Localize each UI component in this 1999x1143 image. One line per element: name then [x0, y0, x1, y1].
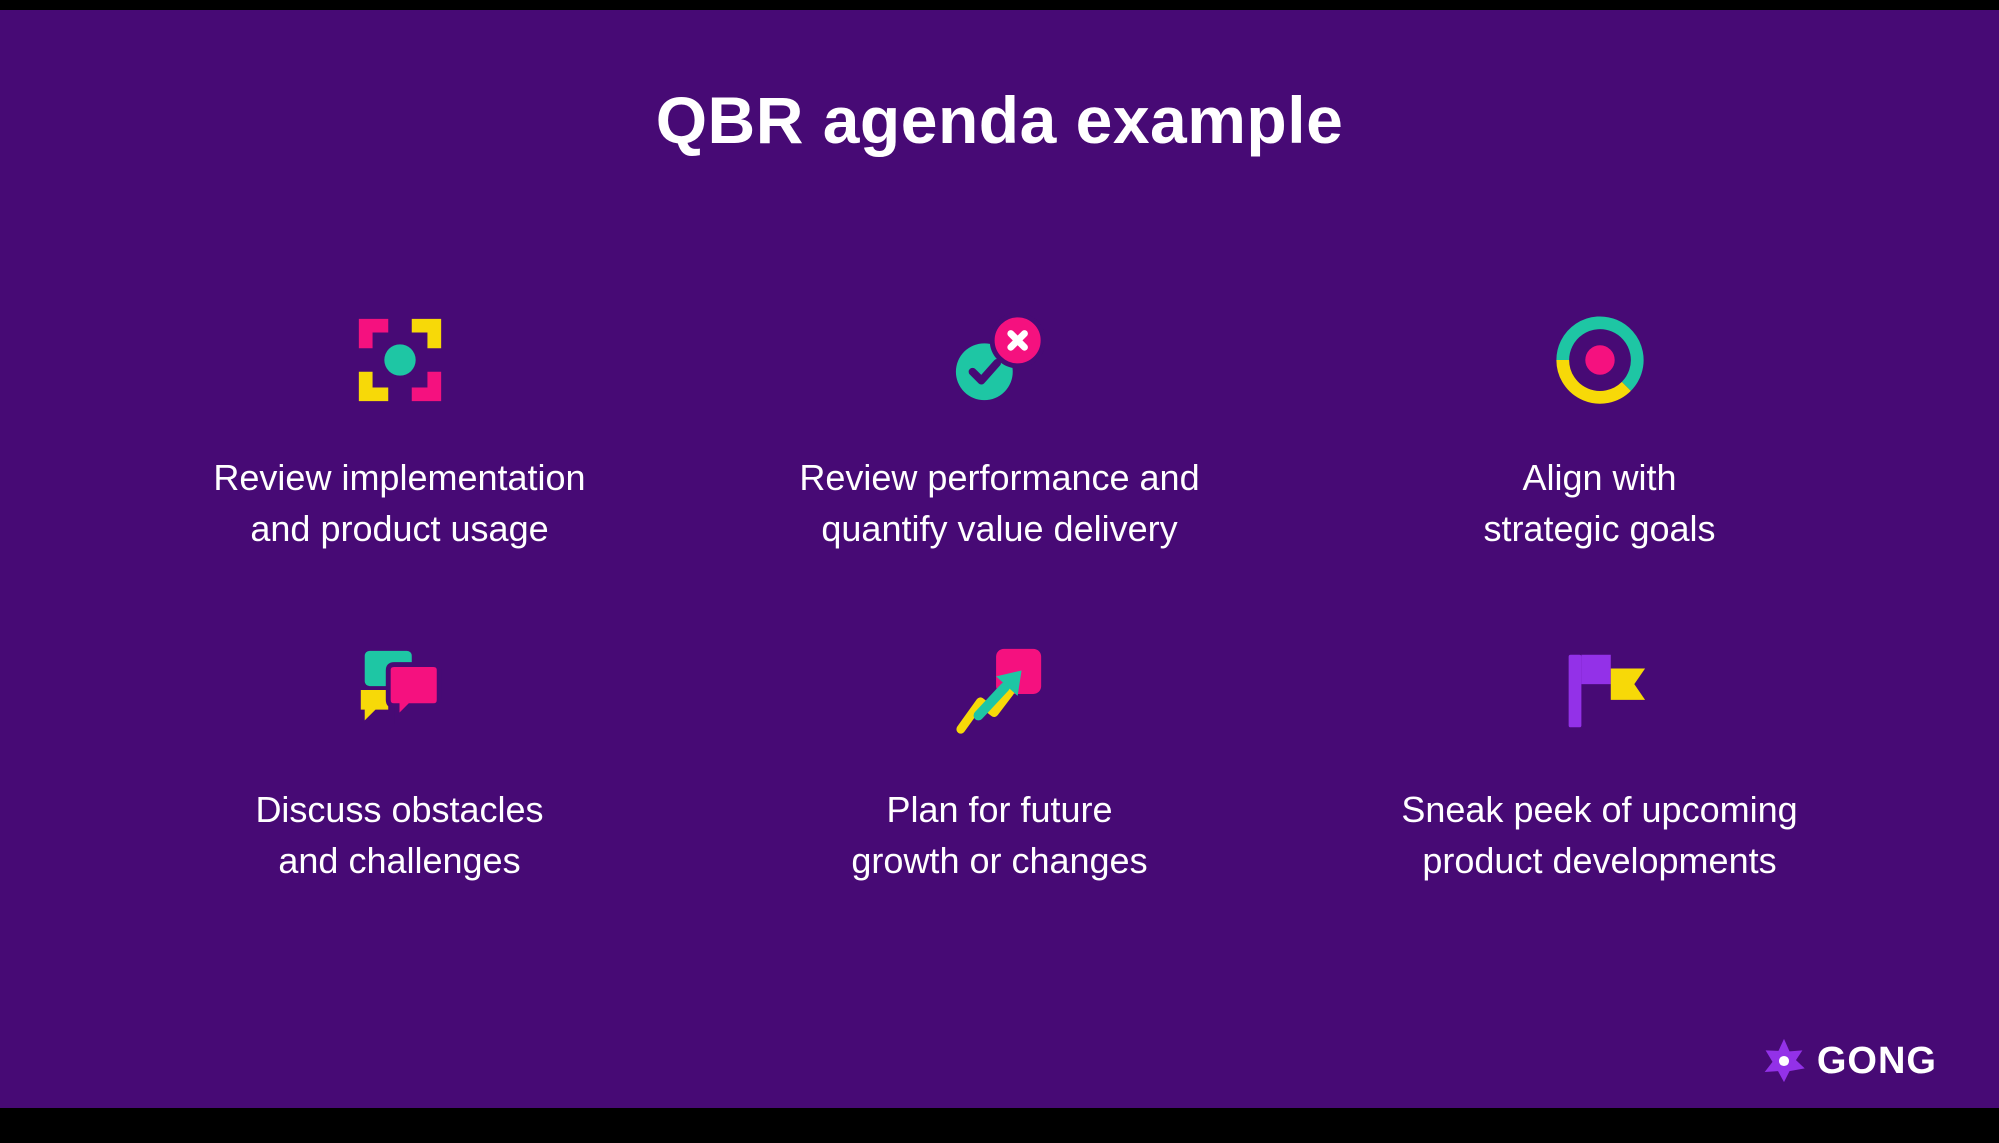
agenda-item-implementation: Review implementation and product usage	[100, 310, 700, 554]
label-line-1: Sneak peek of upcoming	[1401, 789, 1798, 831]
growth-arrow-icon	[951, 642, 1049, 742]
chat-bubbles-icon	[351, 642, 449, 742]
agenda-item-goals: Align with strategic goals	[1300, 310, 1900, 554]
letterbox-top	[0, 0, 1999, 10]
label-line-2: quantify value delivery	[821, 508, 1178, 550]
label-line-1: Review performance and	[799, 457, 1200, 498]
agenda-item-label: Sneak peek of upcoming product developme…	[1401, 784, 1797, 886]
slide-background: QBR agenda example Review implementation…	[0, 10, 1999, 1108]
agenda-item-label: Plan for future growth or changes	[851, 784, 1147, 886]
label-line-2: growth or changes	[851, 840, 1148, 882]
flag-icon	[1551, 642, 1649, 742]
gong-logo: GONG	[1761, 1038, 1937, 1084]
agenda-item-label: Discuss obstacles and challenges	[255, 784, 543, 886]
label-line-2: strategic goals	[1483, 508, 1716, 550]
agenda-item-sneak-peek: Sneak peek of upcoming product developme…	[1300, 642, 1900, 886]
agenda-grid: Review implementation and product usage …	[100, 310, 1900, 886]
page-title: QBR agenda example	[655, 83, 1344, 157]
agenda-item-growth: Plan for future growth or changes	[700, 642, 1300, 886]
label-line-1: Review implementation	[213, 457, 586, 498]
label-line-1: Plan for future	[886, 789, 1113, 831]
focus-icon	[351, 310, 449, 410]
performance-check-icon	[951, 310, 1049, 410]
agenda-item-obstacles: Discuss obstacles and challenges	[100, 642, 700, 886]
target-icon	[1551, 310, 1649, 410]
agenda-item-performance: Review performance and quantify value de…	[700, 310, 1300, 554]
label-line-1: Discuss obstacles	[255, 789, 544, 831]
gong-burst-icon	[1764, 1038, 1805, 1083]
label-line-2: and product usage	[250, 508, 549, 550]
label-line-2: and challenges	[278, 840, 521, 882]
letterbox-bottom	[0, 1108, 1999, 1143]
label-line-2: product developments	[1422, 840, 1777, 882]
agenda-item-label: Align with strategic goals	[1483, 452, 1715, 554]
agenda-item-label: Review performance and quantify value de…	[799, 452, 1199, 554]
label-line-1: Align with	[1522, 457, 1677, 498]
agenda-item-label: Review implementation and product usage	[213, 452, 585, 554]
gong-logo-text: GONG	[1816, 1039, 1937, 1082]
